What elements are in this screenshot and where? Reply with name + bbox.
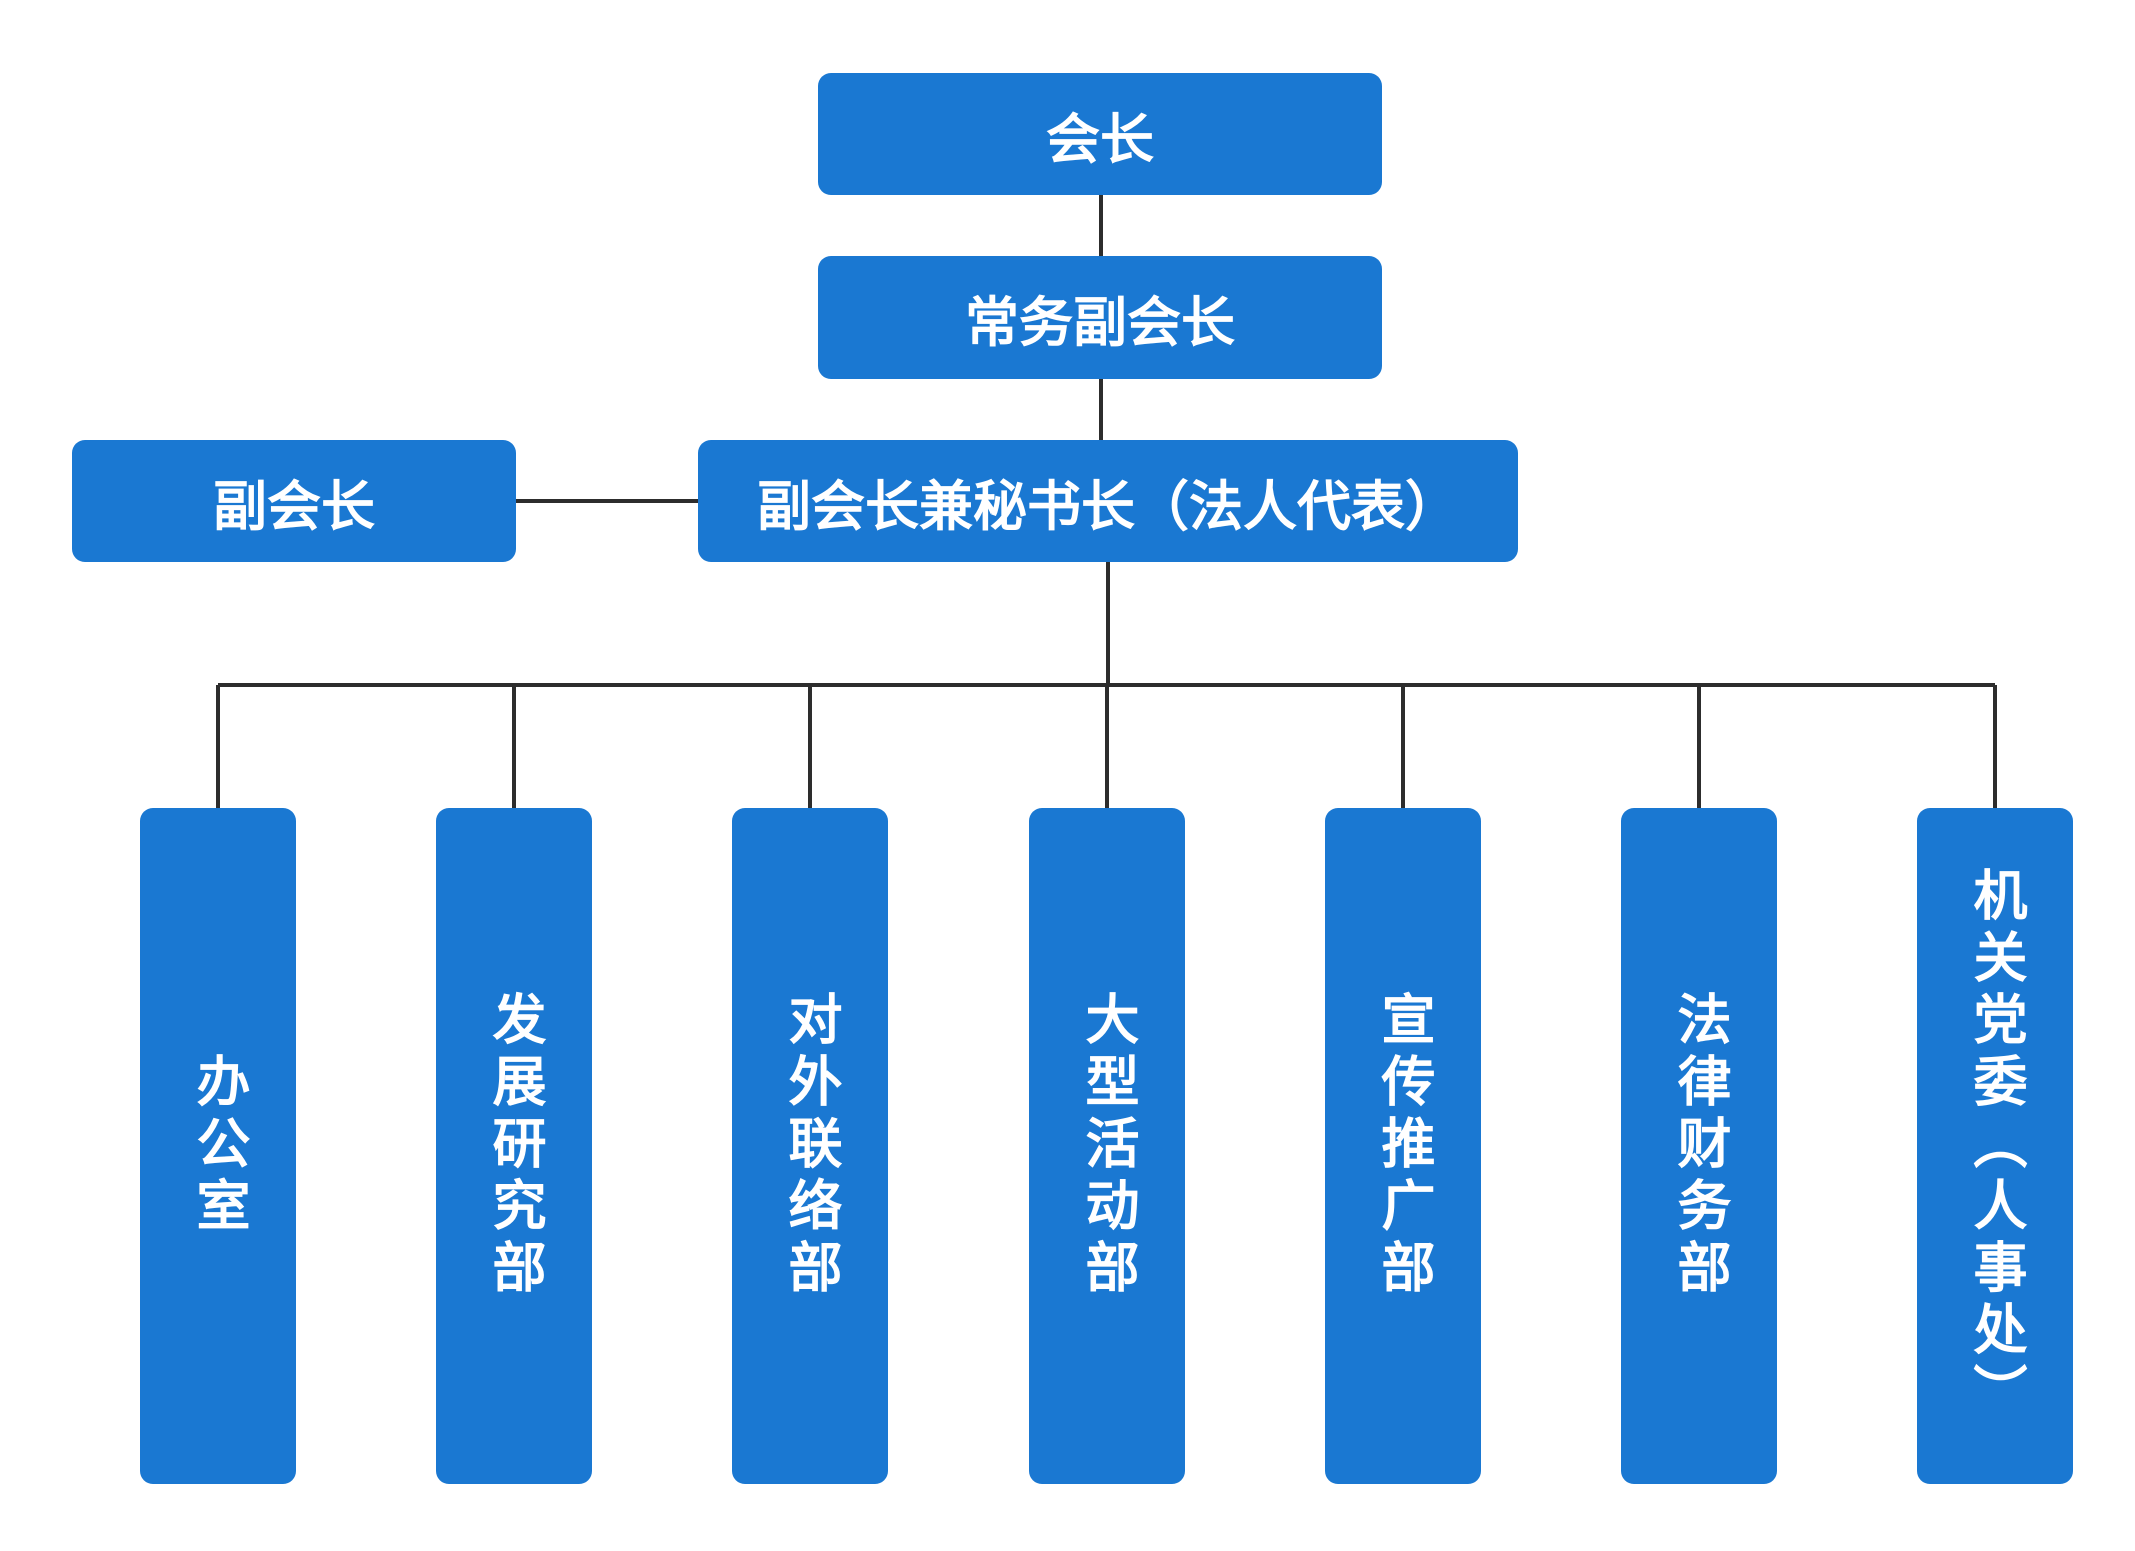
department-legal-finance-box: 法律财务部	[1621, 808, 1777, 1484]
department-external-liaison-label: 对外联络部	[779, 991, 842, 1301]
department-major-events-box: 大型活动部	[1029, 808, 1185, 1484]
vice-president-secretary-general-label: 副会长兼秘书长（法人代表）	[757, 474, 1459, 538]
president-label: 会长	[1046, 107, 1154, 171]
president-box: 会长	[818, 73, 1382, 195]
vice-president-box: 副会长	[72, 440, 516, 562]
executive-vice-president-box: 常务副会长	[818, 256, 1382, 379]
vice-president-secretary-general-box: 副会长兼秘书长（法人代表）	[698, 440, 1518, 562]
department-development-research-label: 发展研究部	[483, 991, 546, 1301]
department-office-label: 办公室	[187, 1053, 250, 1239]
department-external-liaison-box: 对外联络部	[732, 808, 888, 1484]
vice-president-label: 副会长	[213, 474, 375, 538]
department-promotion-label: 宣传推广部	[1372, 991, 1435, 1301]
department-promotion-box: 宣传推广部	[1325, 808, 1481, 1484]
executive-vice-president-label: 常务副会长	[965, 291, 1235, 354]
department-development-research-box: 发展研究部	[436, 808, 592, 1484]
department-office-box: 办公室	[140, 808, 296, 1484]
department-major-events-label: 大型活动部	[1076, 991, 1139, 1301]
department-party-committee-box: 机关党委（人事处）	[1917, 808, 2073, 1484]
department-legal-finance-label: 法律财务部	[1668, 991, 1731, 1301]
department-party-committee-label: 机关党委（人事处）	[1964, 867, 2027, 1425]
